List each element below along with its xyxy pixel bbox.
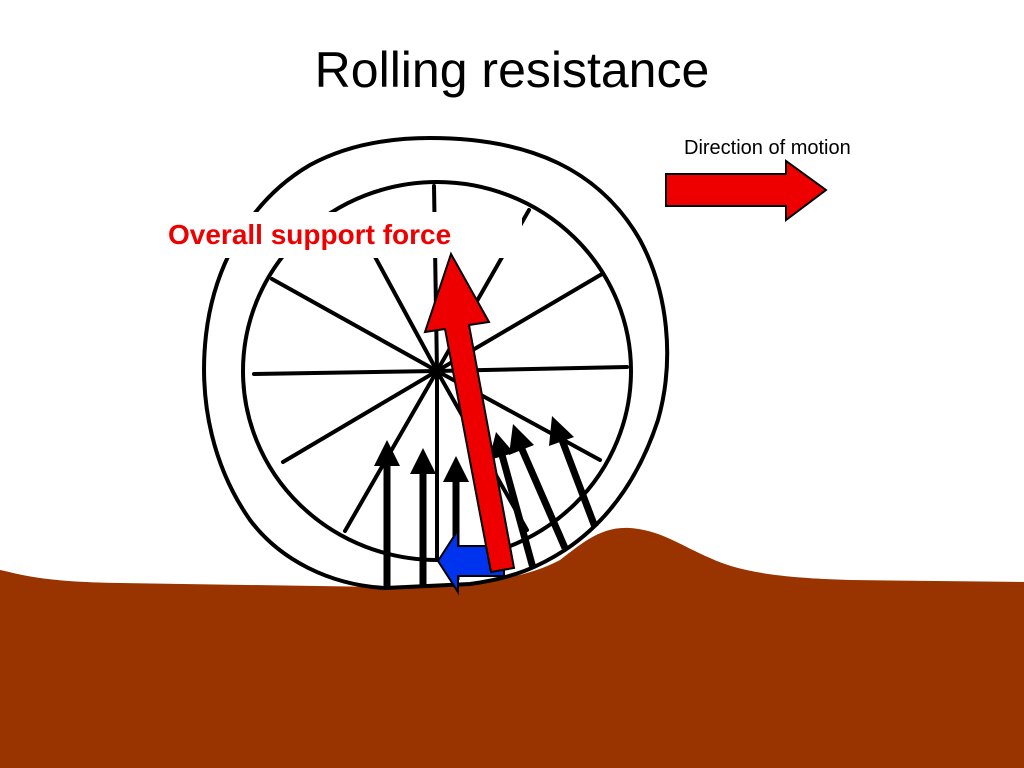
reaction-arrow <box>489 432 537 569</box>
label-backing <box>160 212 522 258</box>
left-arrow-icon <box>436 526 505 596</box>
page-title: Rolling resistance <box>314 42 710 98</box>
wheel-hub <box>432 366 442 376</box>
reaction-arrow <box>509 424 569 550</box>
spoke <box>270 277 439 373</box>
direction-of-motion-label: Direction of motion <box>684 137 851 159</box>
overall-support-force-label: Overall support force <box>168 219 452 250</box>
reaction-arrow <box>374 440 400 588</box>
reaction-arrow <box>410 448 436 585</box>
reaction-arrow <box>549 416 599 529</box>
ground <box>0 527 1024 768</box>
spoke <box>281 369 439 464</box>
right-arrow-icon <box>665 159 828 222</box>
ground-reaction-arrows <box>374 416 599 588</box>
support-force-arrow <box>423 251 516 574</box>
spoke <box>252 369 439 376</box>
